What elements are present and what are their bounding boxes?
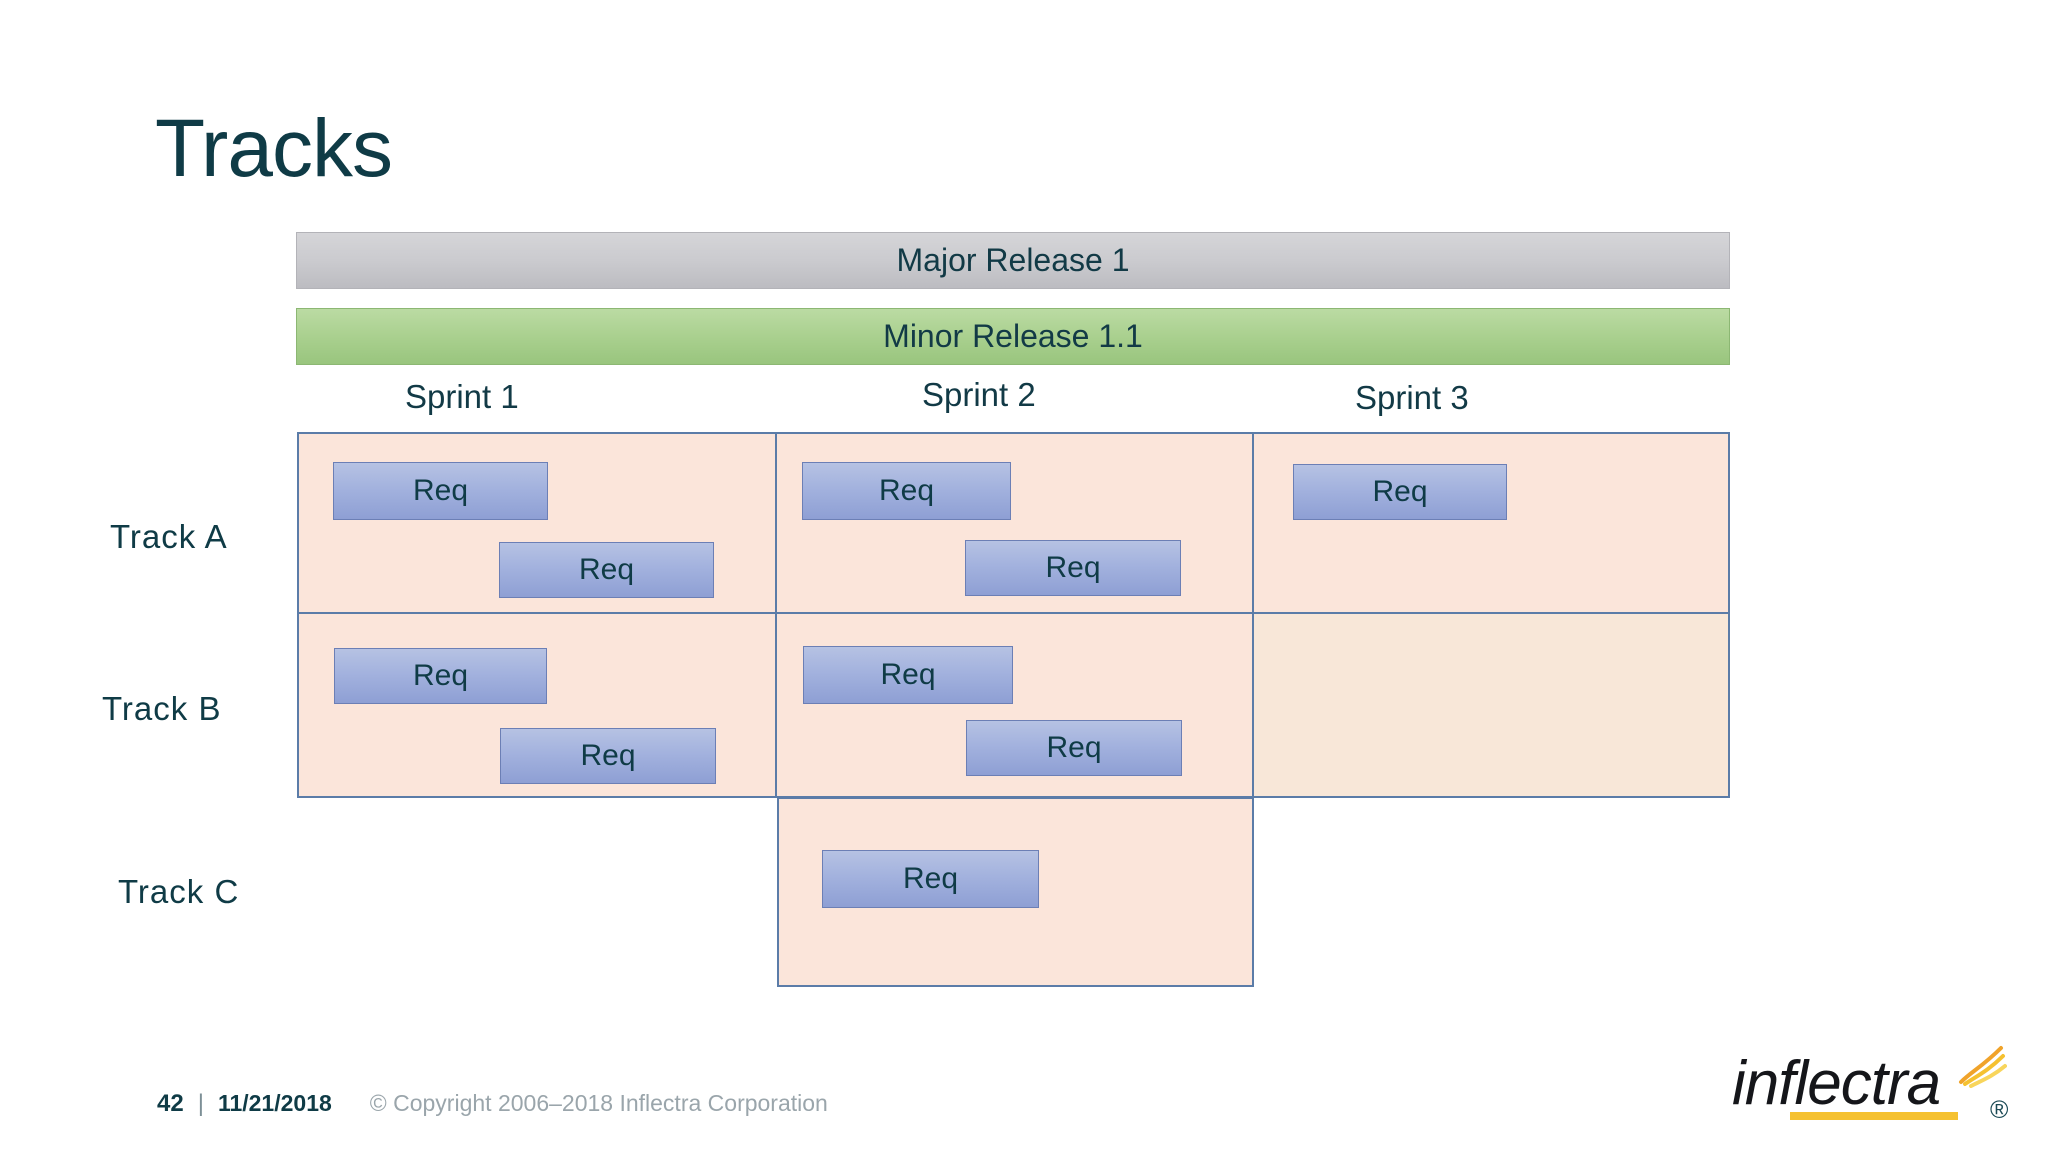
sprint-header-2: Sprint 2 [922, 376, 1036, 413]
registered-trademark-icon: ® [1990, 1096, 2009, 1124]
track-label-b: Track B [102, 690, 222, 727]
footer-copyright: © Copyright 2006–2018 Inflectra Corporat… [369, 1090, 828, 1116]
sprint-header-1: Sprint 1 [405, 378, 519, 415]
requirement-box[interactable]: Req [500, 728, 716, 784]
footer-page-number: 42 [157, 1090, 184, 1117]
requirement-box[interactable]: Req [822, 850, 1039, 908]
inflectra-logo: inflectra ® [1732, 1040, 2012, 1130]
logo-underline-bar [1790, 1112, 1958, 1120]
logo-wordmark-text: inflectra [1732, 1049, 1941, 1118]
minor-release-bar: Minor Release 1.1 [296, 308, 1730, 365]
sprint-header-3: Sprint 3 [1355, 379, 1469, 416]
page-title: Tracks [155, 103, 393, 194]
track-label-c: Track C [118, 873, 240, 910]
footer-separator: | [197, 1090, 204, 1117]
major-release-label: Major Release 1 [896, 242, 1130, 278]
requirement-box[interactable]: Req [803, 646, 1013, 704]
requirement-box[interactable]: Req [499, 542, 714, 598]
flame-icon [1957, 1042, 2007, 1088]
major-release-bar: Major Release 1 [296, 232, 1730, 289]
minor-release-label: Minor Release 1.1 [883, 318, 1143, 354]
requirement-box[interactable]: Req [802, 462, 1011, 520]
footer-date: 11/21/2018 [217, 1090, 332, 1116]
slide-footer: 42 | 11/21/2018 © Copyright 2006–2018 In… [157, 1090, 828, 1118]
grid-cell-track-a-sprint-3[interactable] [1252, 432, 1730, 614]
requirement-box[interactable]: Req [333, 462, 548, 520]
track-label-a: Track A [110, 518, 228, 555]
requirement-box[interactable]: Req [966, 720, 1182, 776]
grid-cell-track-b-sprint-3[interactable] [1252, 612, 1730, 798]
requirement-box[interactable]: Req [334, 648, 547, 704]
requirement-box[interactable]: Req [965, 540, 1181, 596]
requirement-box[interactable]: Req [1293, 464, 1507, 520]
